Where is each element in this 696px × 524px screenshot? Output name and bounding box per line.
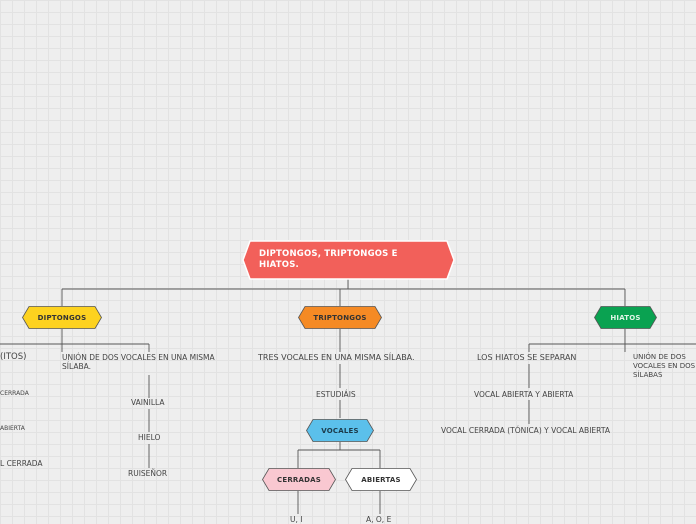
abiertas-label: ABIERTAS <box>361 475 401 484</box>
diptongos-left-item-4[interactable]: L CERRADA <box>0 459 43 468</box>
topic-vocales[interactable]: VOCALES <box>306 419 374 442</box>
abiertas-hexagon-shape <box>345 468 417 491</box>
diptongos-hexagon-shape <box>22 306 102 329</box>
hiatos-label: HIATOS <box>610 313 641 322</box>
hiatos-rule-2[interactable]: VOCAL CERRADA (TÓNICA) Y VOCAL ABIERTA <box>441 426 610 435</box>
diptongos-example-2[interactable]: HIELO <box>138 433 161 442</box>
cerradas-label: CERRADAS <box>277 475 321 484</box>
diptongos-example-1[interactable]: VAINILLA <box>131 398 165 407</box>
topic-hiatos[interactable]: HIATOS <box>594 306 657 329</box>
diptongos-left-item-3[interactable]: ABIERTA <box>0 425 25 432</box>
hiatos-right-definition[interactable]: UNIÓN DE DOS VOCALES EN DOS SÍLABAS <box>633 353 696 379</box>
triptongos-example[interactable]: ESTUDIÁIS <box>316 390 356 399</box>
topic-cerradas[interactable]: CERRADAS <box>262 468 336 491</box>
cerradas-hexagon-shape <box>262 468 336 491</box>
hiatos-definition[interactable]: LOS HIATOS SE SEPARAN <box>477 353 577 362</box>
triptongos-label: TRIPTONGOS <box>313 313 367 322</box>
vocales-hexagon-shape <box>306 419 374 442</box>
triptongos-hexagon-shape <box>298 306 382 329</box>
diptongos-left-item-1[interactable]: (ITOS) <box>0 352 27 362</box>
triptongos-definition[interactable]: TRES VOCALES EN UNA MISMA SÍLABA. <box>258 353 415 362</box>
root-title: DIPTONGOS, TRIPTONGOS E HIATOS. <box>259 249 398 270</box>
hiatos-hexagon-shape <box>594 306 657 329</box>
diptongos-label: DIPTONGOS <box>37 313 87 322</box>
vocales-label: VOCALES <box>321 426 359 435</box>
diptongos-left-item-2[interactable]: CERRADA <box>0 390 29 397</box>
topic-triptongos[interactable]: TRIPTONGOS <box>298 306 382 329</box>
topic-abiertas[interactable]: ABIERTAS <box>345 468 417 491</box>
topic-diptongos[interactable]: DIPTONGOS <box>22 306 102 329</box>
hiatos-rule-1[interactable]: VOCAL ABIERTA Y ABIERTA <box>474 390 574 399</box>
root-topic[interactable]: DIPTONGOS, TRIPTONGOS E HIATOS. <box>242 240 455 280</box>
root-hexagon-shape <box>242 240 455 280</box>
diptongos-example-3[interactable]: RUISEÑOR <box>128 469 168 478</box>
diptongos-definition[interactable]: UNIÓN DE DOS VOCALES EN UNA MISMA SÍLABA… <box>62 353 215 371</box>
